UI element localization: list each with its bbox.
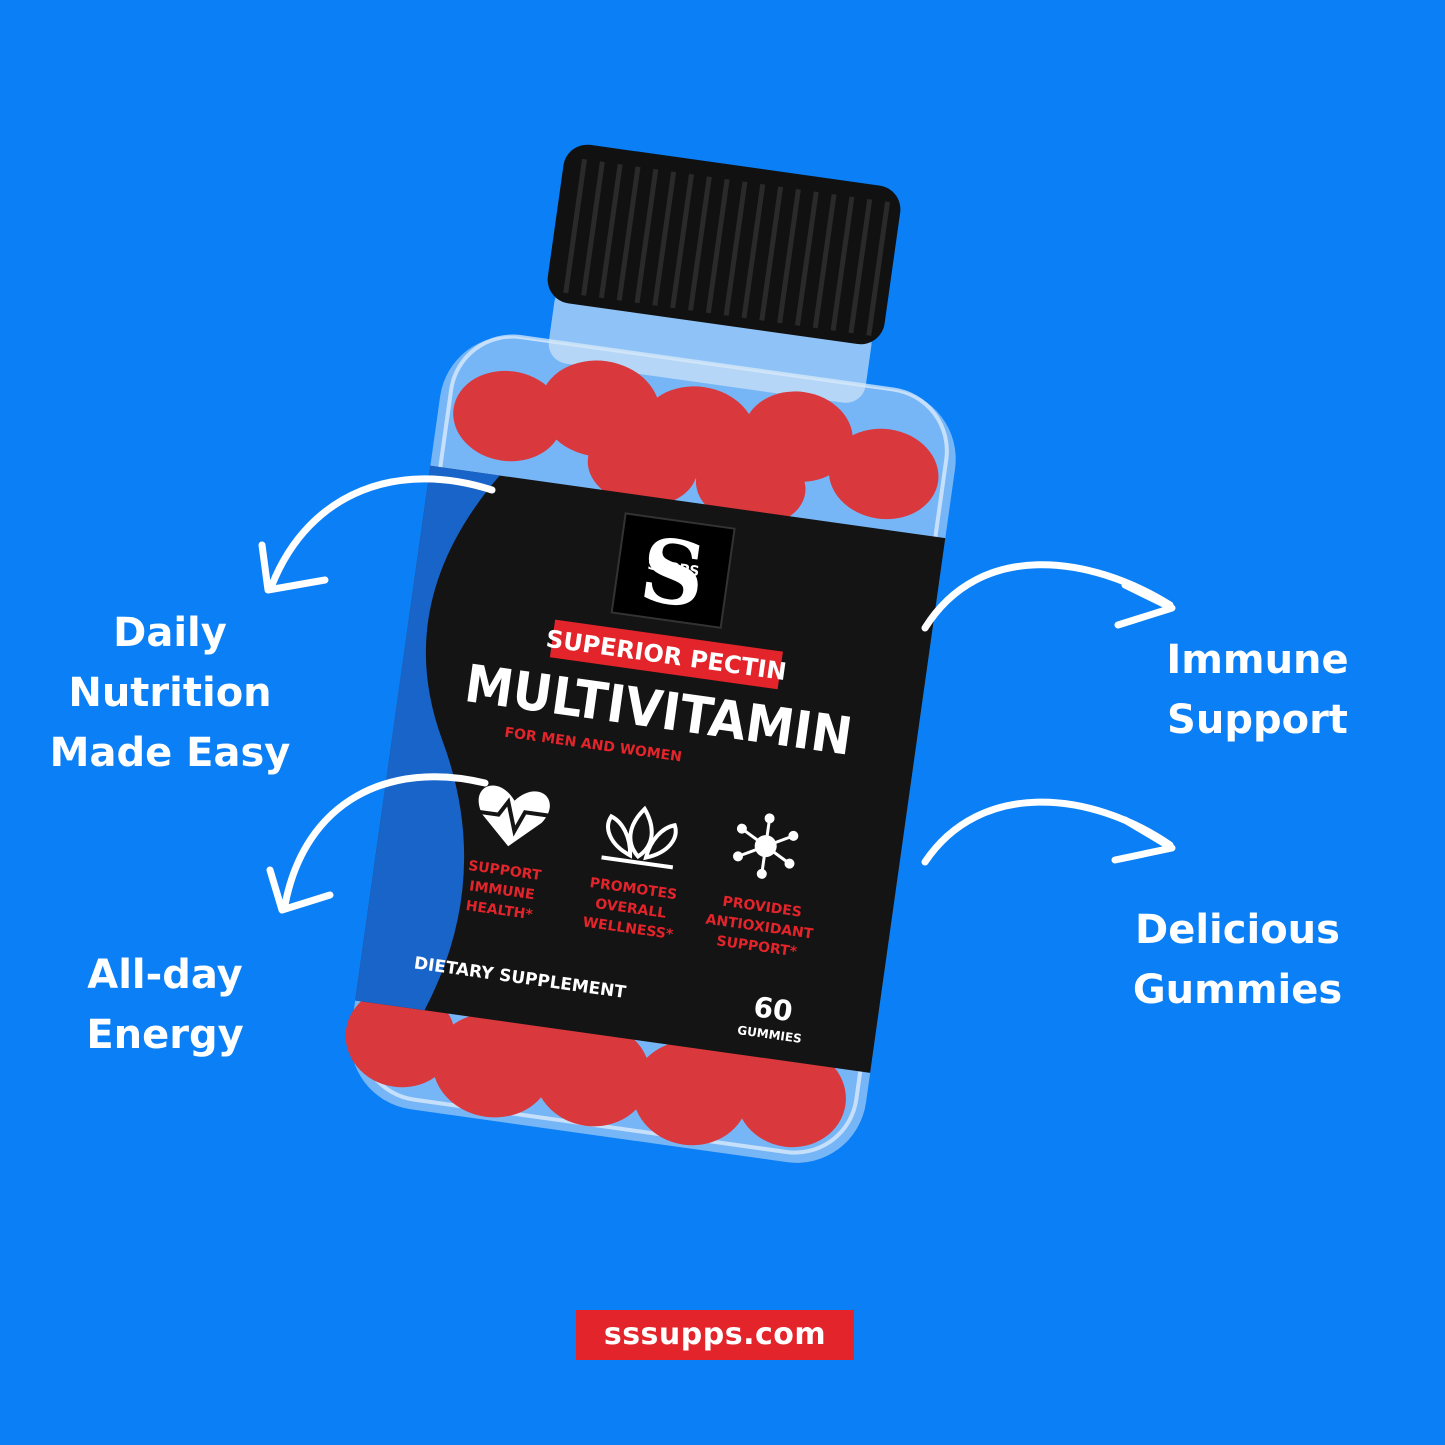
arrow-right-bottom — [921, 798, 1176, 866]
molecule-icon — [732, 813, 799, 879]
svg-text:S: S — [634, 517, 711, 629]
brand-name: SUPPS — [647, 557, 701, 580]
arrow-right-top — [921, 561, 1176, 632]
callout-all-day-energy: All-day Energy — [86, 952, 244, 1058]
callout-immune-support: Immune Support — [1166, 637, 1349, 743]
callout-daily-nutrition: Daily Nutrition Made Easy — [49, 610, 291, 776]
lotus-icon — [601, 805, 678, 870]
product-count: 60 — [751, 990, 794, 1028]
gummies-top — [453, 360, 939, 526]
gummies-bottom — [345, 987, 846, 1148]
callout-delicious-gummies: Delicious Gummies — [1132, 907, 1343, 1013]
bottle-cap — [547, 144, 901, 345]
heartbeat-icon — [476, 785, 550, 847]
arrow-left-top — [258, 475, 496, 594]
arrow-left-bottom — [266, 773, 489, 914]
brand-logo: S SUPPS — [610, 512, 736, 629]
bottle-label: S SUPPS SUPERIOR PECTIN MULTIVITAMIN FOR… — [355, 465, 946, 1073]
website-badge[interactable]: sssupps.com — [576, 1310, 854, 1360]
